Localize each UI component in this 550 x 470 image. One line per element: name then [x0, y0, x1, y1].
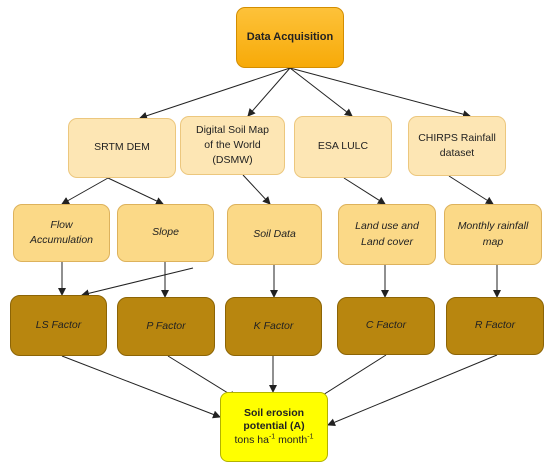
chirps-label-line-2: dataset: [439, 147, 475, 159]
monthly-rainfall-line-2: map: [482, 235, 504, 248]
unit-area-exponent: -1: [268, 433, 276, 441]
arrow-c-to-result: [314, 354, 387, 401]
flow-accumulation-line-2: Accumulation: [29, 234, 94, 246]
soil-data-label: Soil Data: [253, 227, 296, 240]
unit-time: month: [278, 433, 308, 446]
srtm-dem-node: SRTM DEM: [68, 118, 176, 178]
arrow-ls-to-result: [61, 355, 221, 419]
soil-erosion-title-2: potential (A): [243, 420, 305, 433]
arrow-r-to-result: [327, 354, 498, 427]
arrow-dsmw-to-soil: [242, 174, 271, 205]
soil-erosion-title-1: Soil erosion: [243, 406, 305, 419]
soil-erosion-unit: tons ha-1 month-1: [234, 433, 314, 448]
r-factor-node: R Factor: [446, 297, 544, 355]
arrow-acq-to-srtm: [139, 67, 291, 120]
dsmw-label-line-2: of the World: [204, 138, 261, 151]
k-factor-label: K Factor: [253, 319, 294, 332]
ls-factor-label: LS Factor: [35, 318, 82, 331]
land-use-node: Land use and Land cover: [338, 204, 436, 265]
monthly-rainfall-line-1: Monthly rainfall: [457, 220, 529, 233]
srtm-dem-label: SRTM DEM: [94, 141, 150, 154]
arrow-acq-to-esa: [289, 67, 353, 117]
esa-lulc-label: ESA LULC: [317, 140, 369, 153]
dsmw-label-line-1: Digital Soil Map: [196, 123, 269, 136]
k-factor-node: K Factor: [225, 297, 322, 356]
c-factor-label: C Factor: [365, 319, 407, 332]
monthly-rainfall-node: Monthly rainfall map: [444, 204, 542, 265]
data-acquisition-label: Data Acquisition: [246, 30, 334, 43]
soil-data-node: Soil Data: [227, 204, 322, 265]
p-factor-node: P Factor: [117, 297, 215, 356]
arrow-p-to-result: [167, 355, 237, 399]
slope-label: Slope: [152, 226, 179, 239]
flow-accumulation-node: Flow Accumulation: [13, 204, 110, 262]
c-factor-node: C Factor: [337, 297, 435, 355]
chirps-node: CHIRPS Rainfall dataset: [408, 116, 506, 176]
esa-lulc-node: ESA LULC: [294, 116, 392, 178]
arrow-chirps-to-rain: [448, 175, 494, 205]
arrow-srtm-to-flow: [61, 177, 109, 205]
soil-erosion-node: Soil erosion potential (A) tons ha-1 mon…: [220, 392, 328, 462]
data-acquisition-node: Data Acquisition: [236, 7, 344, 68]
arrow-slope-to-ls: [81, 267, 194, 298]
unit-time-exponent: -1: [307, 433, 314, 441]
ls-factor-node: LS Factor: [10, 295, 107, 356]
flow-accumulation-line-1: Flow: [50, 218, 73, 231]
dsmw-node: Digital Soil Map of the World (DSMW): [180, 116, 285, 175]
arrow-srtm-to-slope: [107, 177, 164, 205]
unit-area: tons ha: [234, 433, 269, 446]
chirps-label-line-1: CHIRPS Rainfall: [418, 131, 496, 144]
slope-node: Slope: [117, 204, 214, 262]
arrow-esa-to-landuse: [343, 177, 386, 205]
land-use-line-2: Land cover: [361, 235, 413, 248]
arrow-acq-to-chirps: [289, 67, 471, 119]
dsmw-label-line-3: (DSMW): [212, 154, 253, 167]
p-factor-label: P Factor: [146, 319, 186, 332]
r-factor-label: R Factor: [474, 319, 516, 332]
arrow-acq-to-dsmw: [247, 67, 291, 117]
land-use-line-1: Land use and: [355, 220, 419, 233]
